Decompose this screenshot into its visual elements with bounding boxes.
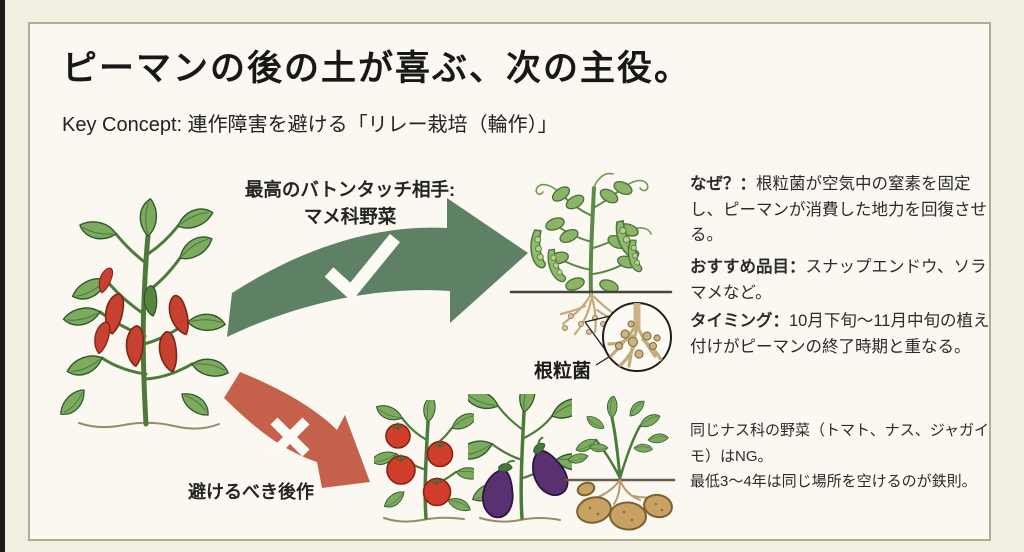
cross-icon (270, 417, 310, 457)
note-avoid-line1: 同じナス科の野菜（トマト、ナス、ジャガイモ）はNG。 (690, 422, 989, 465)
root-nodule-caption: 根粒菌 (534, 361, 592, 382)
note-timing-text: 10月下旬〜11月中旬の植え付けがピーマンの終了時期と重なる。 (690, 312, 990, 356)
pea-plant-illustration (509, 172, 673, 372)
check-icon (324, 233, 401, 302)
note-recommended: おすすめ品目：スナップエンドウ、ソラマメなど。 (690, 255, 990, 306)
left-edge-strip (0, 0, 5, 552)
tomato-plant-illustration (374, 400, 474, 523)
good-path-label: 最高のバトンタッチ相手: マメ科野菜 (225, 177, 475, 231)
good-rotation-arrow (227, 198, 528, 337)
potato-plant-illustration (564, 396, 676, 531)
bad-rotation-arrow (224, 372, 370, 488)
nodule-detail (607, 303, 663, 370)
note-timing-label: タイミング： (690, 312, 789, 330)
good-path-label-line1: 最高のバトンタッチ相手: (244, 179, 456, 200)
page-title: ピーマンの後の土が喜ぶ、次の主役。 (62, 49, 692, 88)
good-path-label-line2: マメ科野菜 (303, 205, 397, 227)
page-subtitle: Key Concept: 連作障害を避ける「リレー栽培（輪作）」 (62, 114, 558, 136)
note-why: なぜ？：根粒菌が空気中の窒素を固定し、ピーマンが消費した地力を回復させる。 (690, 172, 990, 249)
eggplant-plant-illustration (468, 394, 572, 523)
note-why-text: 根粒菌が空気中の窒素を固定し、ピーマンが消費した地力を回復させる。 (690, 175, 987, 245)
note-timing: タイミング：10月下旬〜11月中旬の植え付けがピーマンの終了時期と重なる。 (690, 309, 990, 360)
note-avoid-line2: 最低3〜4年は同じ場所を空けるのが鉄則。 (690, 473, 977, 490)
note-why-label: なぜ？： (690, 175, 756, 193)
bad-path-label: 避けるべき後作 (188, 482, 314, 502)
note-avoid: 同じナス科の野菜（トマト、ナス、ジャガイモ）はNG。 最低3〜4年は同じ場所を空… (690, 418, 990, 495)
note-recommended-text: スナップエンドウ、ソラマメなど。 (690, 258, 987, 302)
note-recommended-label: おすすめ品目： (690, 258, 806, 276)
pepper-plant-illustration (54, 196, 232, 430)
